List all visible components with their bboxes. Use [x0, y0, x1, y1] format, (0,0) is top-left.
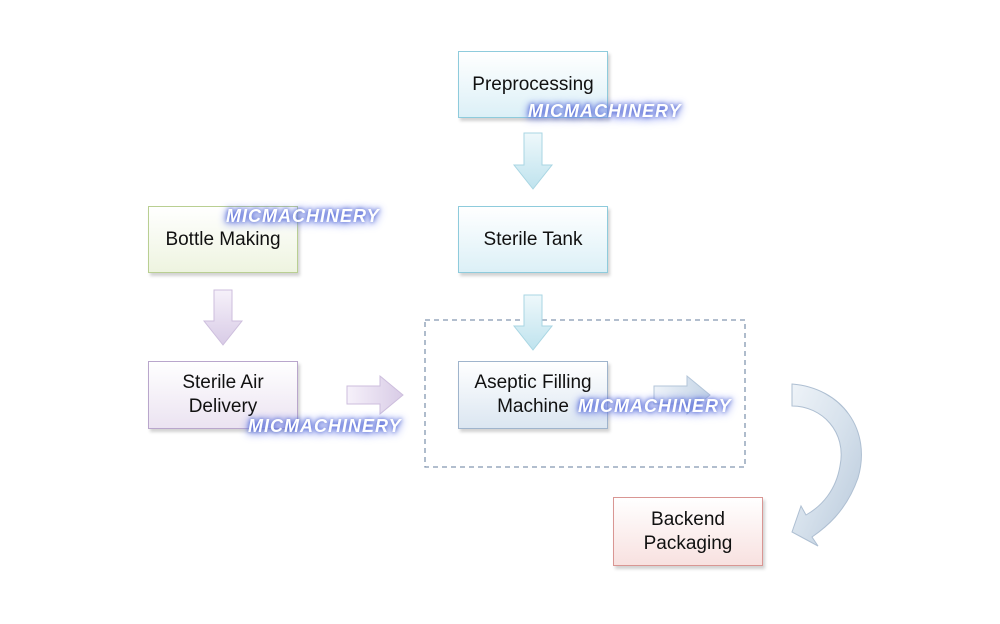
node-aseptic-filling-machine-label-1: Aseptic Filling	[474, 372, 592, 393]
node-preprocessing: Preprocessing	[458, 51, 608, 118]
node-backend-packaging: Backend Packaging	[613, 497, 763, 566]
node-aseptic-filling-machine: Aseptic Filling Machine	[458, 361, 608, 429]
node-sterile-tank-label: Sterile Tank	[483, 228, 583, 250]
node-sterile-air-delivery-label-1: Sterile Air	[182, 372, 264, 393]
node-sterile-air-delivery: Sterile Air Delivery	[148, 361, 298, 429]
node-sterile-tank: Sterile Tank	[458, 206, 608, 273]
node-preprocessing-label: Preprocessing	[472, 73, 594, 95]
arrow-filling-out	[653, 374, 711, 416]
watermark-logo: MICMACHINERY	[578, 396, 732, 416]
node-sterile-air-delivery-label-2: Delivery	[188, 396, 258, 417]
arrow-tank-to-filling	[512, 294, 554, 351]
node-backend-packaging-label-1: Backend	[651, 508, 725, 530]
node-aseptic-filling-machine-label-2: Machine	[497, 396, 569, 417]
arrow-air-to-filling	[346, 374, 404, 416]
arrow-bottle-to-air	[202, 289, 244, 346]
node-backend-packaging-label-2: Packaging	[643, 532, 733, 554]
watermark-logo: MICMACHINERY	[528, 101, 682, 121]
watermark-logo: MICMACHINERY	[248, 416, 402, 436]
node-bottle-making-label: Bottle Making	[165, 228, 281, 250]
node-bottle-making: Bottle Making	[148, 206, 298, 273]
arrow-preprocessing-to-tank	[512, 132, 554, 190]
curved-arrow-to-packaging	[791, 383, 862, 547]
watermark-logo: MICMACHINERY	[226, 206, 380, 226]
